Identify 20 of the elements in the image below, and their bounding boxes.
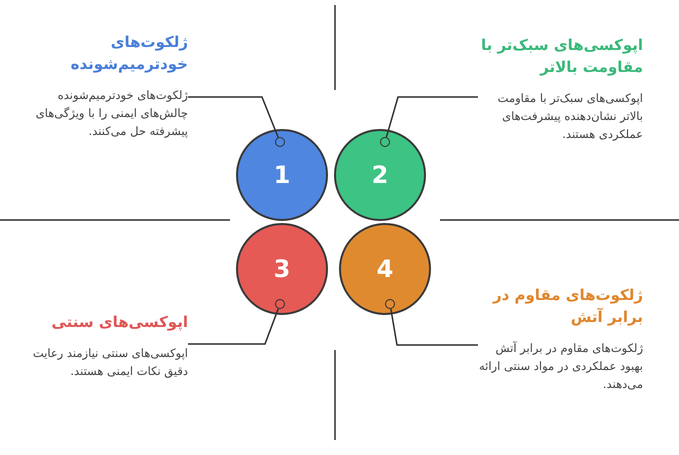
marker-dot bbox=[385, 299, 395, 309]
description: ژلکوت‌های خودترمیم‌شونده چالش‌های ایمنی را با ویژگی‌های پیشرفته حل می‌کنند. bbox=[34, 86, 188, 140]
leader-line bbox=[188, 308, 279, 345]
description: اپوکسی‌های سبک‌تر با مقاومت بالاتر نشان‌دهنده پیشرفت‌های عملکردی هستند. bbox=[496, 90, 643, 144]
description: اپوکسی‌های سنتی نیازمند رعایت دقیق نکات ایمنی هستند. bbox=[32, 344, 188, 380]
heading: اپوکسی‌های سبک‌تر با مقاومت بالاتر bbox=[480, 35, 643, 78]
marker-dot bbox=[275, 299, 285, 309]
heading: ژلکوت‌های مقاوم در برابر آتش bbox=[491, 285, 643, 328]
numbered-circle: 2 bbox=[334, 129, 426, 221]
heading: ژلکوت‌های خودترمیم‌شونده bbox=[70, 32, 188, 75]
marker-dot bbox=[380, 137, 390, 147]
marker-dot bbox=[275, 137, 285, 147]
description: ژلکوت‌های مقاوم در برابر آتش بهبود عملکردی در مواد سنتی ارائه می‌دهند. bbox=[478, 340, 643, 394]
leader-line bbox=[390, 308, 478, 346]
numbered-circle: 3 bbox=[236, 223, 328, 315]
numbered-circle: 1 bbox=[236, 129, 328, 221]
heading: اپوکسی‌های سنتی bbox=[50, 312, 188, 333]
leader-line bbox=[188, 96, 279, 138]
leader-line bbox=[386, 96, 478, 138]
numbered-circle: 4 bbox=[339, 223, 431, 315]
